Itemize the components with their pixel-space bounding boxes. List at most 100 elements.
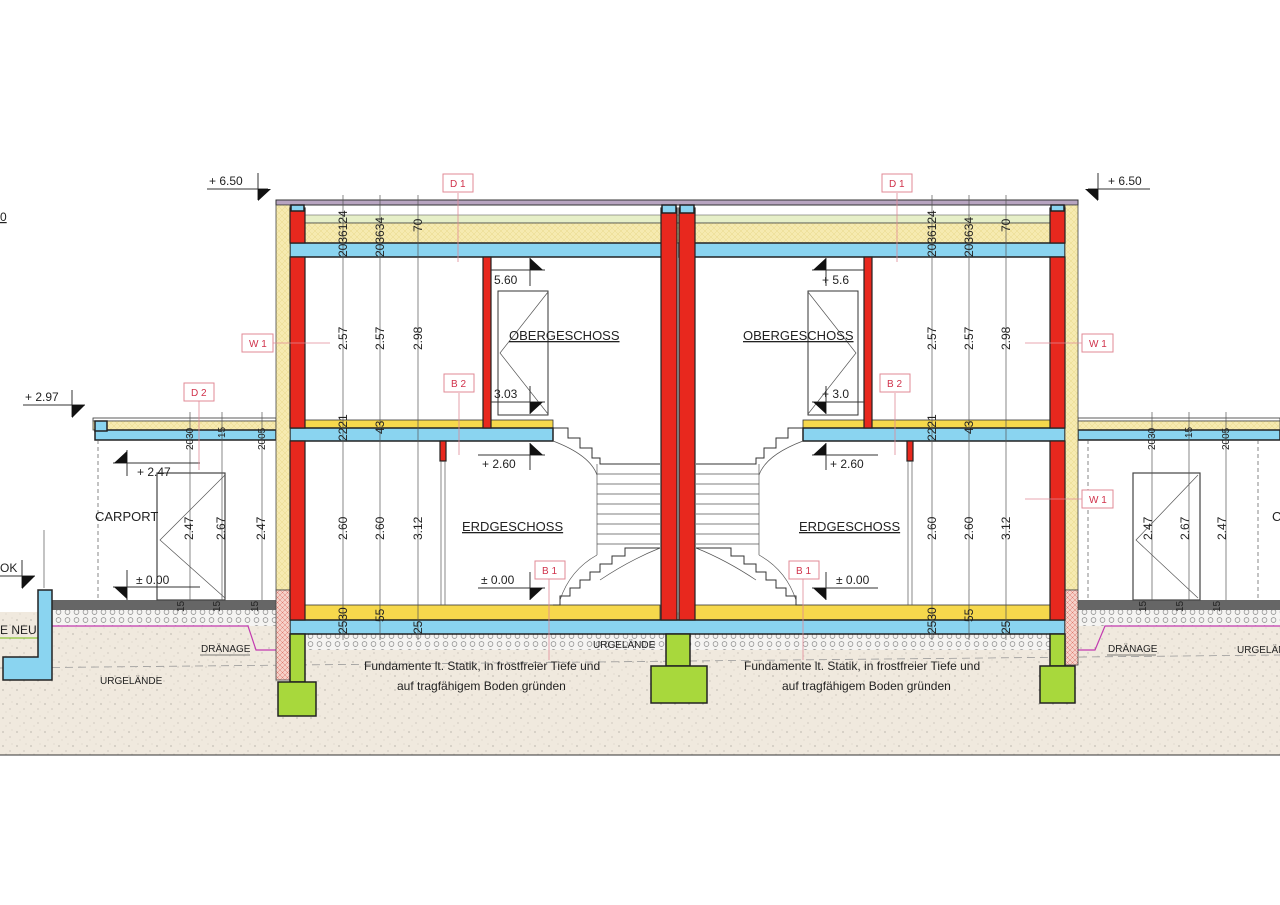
tag-w1-right: W 1 bbox=[1025, 333, 1114, 353]
svg-text:+ 2.60: + 2.60 bbox=[830, 457, 864, 471]
level-marker-ground-right: ± 0.00 bbox=[812, 572, 878, 600]
tag-d1-right: D 1 bbox=[881, 173, 913, 262]
svg-text:2.67: 2.67 bbox=[214, 516, 228, 540]
room-label-carport: CARPORT bbox=[95, 509, 158, 524]
svg-text:55: 55 bbox=[962, 608, 976, 622]
foundation-left bbox=[277, 681, 317, 717]
svg-text:203634: 203634 bbox=[373, 217, 387, 257]
outer-wall-left-eg bbox=[289, 440, 306, 621]
tag-w1-left: W 1 bbox=[241, 333, 330, 353]
svg-text:B 1: B 1 bbox=[796, 566, 811, 577]
svg-text:43: 43 bbox=[373, 420, 387, 434]
svg-text:70: 70 bbox=[999, 218, 1013, 232]
outer-wall-right-og bbox=[1049, 256, 1066, 429]
dimension-labels-carport-left: 2030 15 2005 2.47 2.67 2.47 15 15 15 bbox=[176, 426, 268, 612]
svg-text:2.57: 2.57 bbox=[373, 326, 387, 350]
room-label-og-left: OBERGESCHOSS bbox=[509, 328, 620, 343]
dimension-labels-left: 2036124 203634 70 2.57 2.57 2.98 2221 43… bbox=[336, 210, 425, 634]
svg-text:2530: 2530 bbox=[925, 607, 939, 634]
ground-slab bbox=[289, 619, 1066, 635]
foundation-note-left-line2: auf tragfähigem Boden gründen bbox=[397, 679, 566, 693]
dimension-lines bbox=[342, 195, 1007, 640]
svg-text:3.12: 3.12 bbox=[999, 516, 1013, 540]
outer-wall-left-og bbox=[289, 256, 306, 429]
level-marker-top-left: + 6.50 bbox=[207, 173, 271, 201]
foundation-note-left-line1: Fundamente lt. Statik, in frostfreier Ti… bbox=[364, 659, 600, 673]
gravel-bed-right bbox=[1078, 610, 1280, 626]
level-marker-landing-bottom-right: + 3.0 bbox=[812, 386, 864, 414]
retaining-wall bbox=[2, 589, 53, 681]
svg-text:+ 5.6: + 5.6 bbox=[822, 273, 849, 287]
tag-b1-right: B 1 bbox=[788, 560, 820, 660]
outer-wall-right-eg bbox=[1049, 440, 1066, 621]
svg-text:203634: 203634 bbox=[962, 217, 976, 257]
drainage-label-right: DRÄNAGE bbox=[1108, 643, 1158, 655]
svg-text:15: 15 bbox=[250, 600, 261, 612]
level-marker-ceiling-right: + 2.60 bbox=[812, 443, 878, 471]
svg-text:15: 15 bbox=[1184, 426, 1195, 438]
level-marker-top-right: + 6.50 bbox=[1085, 173, 1150, 201]
foundation-note-right-line2: auf tragfähigem Boden gründen bbox=[782, 679, 951, 693]
door-og-left bbox=[497, 290, 549, 416]
room-label-eg-left: ERDGESCHOSS bbox=[462, 519, 563, 534]
svg-text:± 0.00: ± 0.00 bbox=[836, 573, 870, 587]
svg-text:+ 6.50: + 6.50 bbox=[1108, 174, 1142, 188]
svg-text:2.60: 2.60 bbox=[336, 516, 350, 540]
svg-text:± 0.00: ± 0.00 bbox=[481, 573, 515, 587]
svg-text:2.57: 2.57 bbox=[925, 326, 939, 350]
tag-d2: D 2 bbox=[183, 382, 215, 470]
svg-text:2.47: 2.47 bbox=[1215, 516, 1229, 540]
foundation-note-right-line1: Fundamente lt. Statik, in frostfreier Ti… bbox=[744, 659, 980, 673]
foundation-center bbox=[650, 665, 708, 704]
level-marker-landing-top-left: 5.60 bbox=[491, 258, 545, 287]
drainage-label-left: DRÄNAGE bbox=[201, 643, 251, 655]
svg-text:15: 15 bbox=[1212, 600, 1223, 612]
carport-door-right bbox=[1132, 472, 1201, 601]
svg-text:2036124: 2036124 bbox=[336, 210, 350, 257]
svg-text:2030: 2030 bbox=[185, 427, 196, 450]
svg-text:5.60: 5.60 bbox=[494, 273, 518, 287]
svg-text:2.60: 2.60 bbox=[373, 516, 387, 540]
svg-text:15: 15 bbox=[1138, 600, 1149, 612]
room-label-og-right: OBERGESCHOSS bbox=[743, 328, 854, 343]
svg-text:2.47: 2.47 bbox=[1141, 516, 1155, 540]
svg-text:2221: 2221 bbox=[925, 414, 939, 441]
staircase-left bbox=[552, 427, 661, 606]
svg-text:2.98: 2.98 bbox=[411, 326, 425, 350]
level-marker-ceiling-left: + 2.60 bbox=[478, 443, 545, 471]
level-marker-landing-top-right: + 5.6 bbox=[812, 258, 864, 287]
tag-w1-right-lower: W 1 bbox=[1025, 489, 1114, 509]
carport-door-left bbox=[156, 472, 226, 601]
party-wall-left bbox=[660, 207, 678, 621]
tag-b2-left: B 2 bbox=[443, 373, 475, 455]
svg-text:15: 15 bbox=[217, 426, 228, 438]
svg-text:D 2: D 2 bbox=[191, 388, 207, 399]
carport-floor-right bbox=[1078, 600, 1280, 610]
level-marker-carport-floor: ± 0.00 bbox=[113, 570, 200, 600]
svg-text:2.98: 2.98 bbox=[999, 326, 1013, 350]
drainage-line-left bbox=[52, 625, 276, 651]
svg-text:2.57: 2.57 bbox=[336, 326, 350, 350]
drainage-line-right bbox=[1078, 625, 1280, 651]
svg-text:W 1: W 1 bbox=[1089, 339, 1107, 350]
urgelaende-label-center: URGELÄNDE bbox=[593, 639, 656, 651]
interior-wall-right bbox=[863, 256, 873, 429]
dimension-labels-right: 2036124 203634 70 2.57 2.57 2.98 2221 43… bbox=[925, 210, 1013, 634]
svg-text:2.60: 2.60 bbox=[962, 516, 976, 540]
roof-slab-right bbox=[678, 242, 1066, 258]
room-label-carport-right-cut: C bbox=[1272, 509, 1280, 524]
svg-text:25: 25 bbox=[411, 620, 425, 634]
svg-text:2036124: 2036124 bbox=[925, 210, 939, 257]
svg-text:B 1: B 1 bbox=[542, 566, 557, 577]
svg-text:B 2: B 2 bbox=[887, 379, 902, 390]
svg-text:± 0.00: ± 0.00 bbox=[136, 573, 170, 587]
dimension-labels-carport-right: 2030 15 2005 2.47 2.67 2.47 15 15 15 bbox=[1138, 426, 1232, 612]
level-marker-ground-left: ± 0.00 bbox=[478, 572, 545, 600]
svg-text:+ 2.47: + 2.47 bbox=[137, 465, 171, 479]
room-label-eg-right: ERDGESCHOSS bbox=[799, 519, 900, 534]
svg-text:2005: 2005 bbox=[257, 427, 268, 450]
cut-level-label: 0 bbox=[0, 210, 7, 224]
svg-text:70: 70 bbox=[411, 218, 425, 232]
svg-text:2.47: 2.47 bbox=[254, 516, 268, 540]
